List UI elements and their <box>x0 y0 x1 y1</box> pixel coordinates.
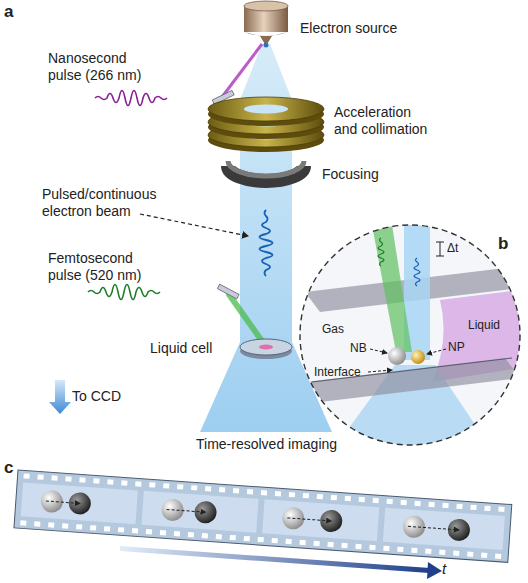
part-label: Time-resolved imaging <box>196 436 337 453</box>
femtosecond-pulse <box>0 284 264 344</box>
electron-source <box>244 1 288 48</box>
part-label: Focusing <box>322 166 379 183</box>
time-arrow <box>120 546 430 573</box>
part-label: Acceleration and collimation <box>334 104 438 138</box>
panel-letter: b <box>498 234 508 254</box>
acceleration-discs <box>208 97 324 152</box>
time-arrow-head <box>427 562 442 579</box>
nanosecond-pulse <box>0 44 262 106</box>
liquid-cell <box>240 339 292 359</box>
inset-label: Gas <box>322 322 344 336</box>
inset-label: Δt <box>447 241 458 255</box>
part-label: Nanosecond pulse (266 nm) <box>48 50 152 84</box>
inset-label: NP <box>448 340 465 354</box>
inset-label: Liquid <box>468 318 500 332</box>
leader-line <box>140 214 248 236</box>
focusing-lens <box>228 161 304 181</box>
inset-label: NB <box>350 341 367 355</box>
film-strip <box>14 470 512 562</box>
part-label: Electron source <box>300 20 397 37</box>
part-label: Liquid cell <box>150 340 212 357</box>
axis-label: t <box>442 560 446 578</box>
panel-letter: a <box>4 2 13 22</box>
inset-scene <box>300 225 520 447</box>
ccd-arrow <box>49 380 71 414</box>
part-label: To CCD <box>72 388 121 405</box>
inset-circle <box>300 225 520 445</box>
part-label: Pulsed/continuous electron beam <box>42 186 178 220</box>
part-label: Femtosecond pulse (520 nm) <box>48 250 156 284</box>
electron-packet <box>260 210 273 276</box>
panel-letter: c <box>4 458 13 478</box>
inset-label: Interface <box>314 365 361 379</box>
